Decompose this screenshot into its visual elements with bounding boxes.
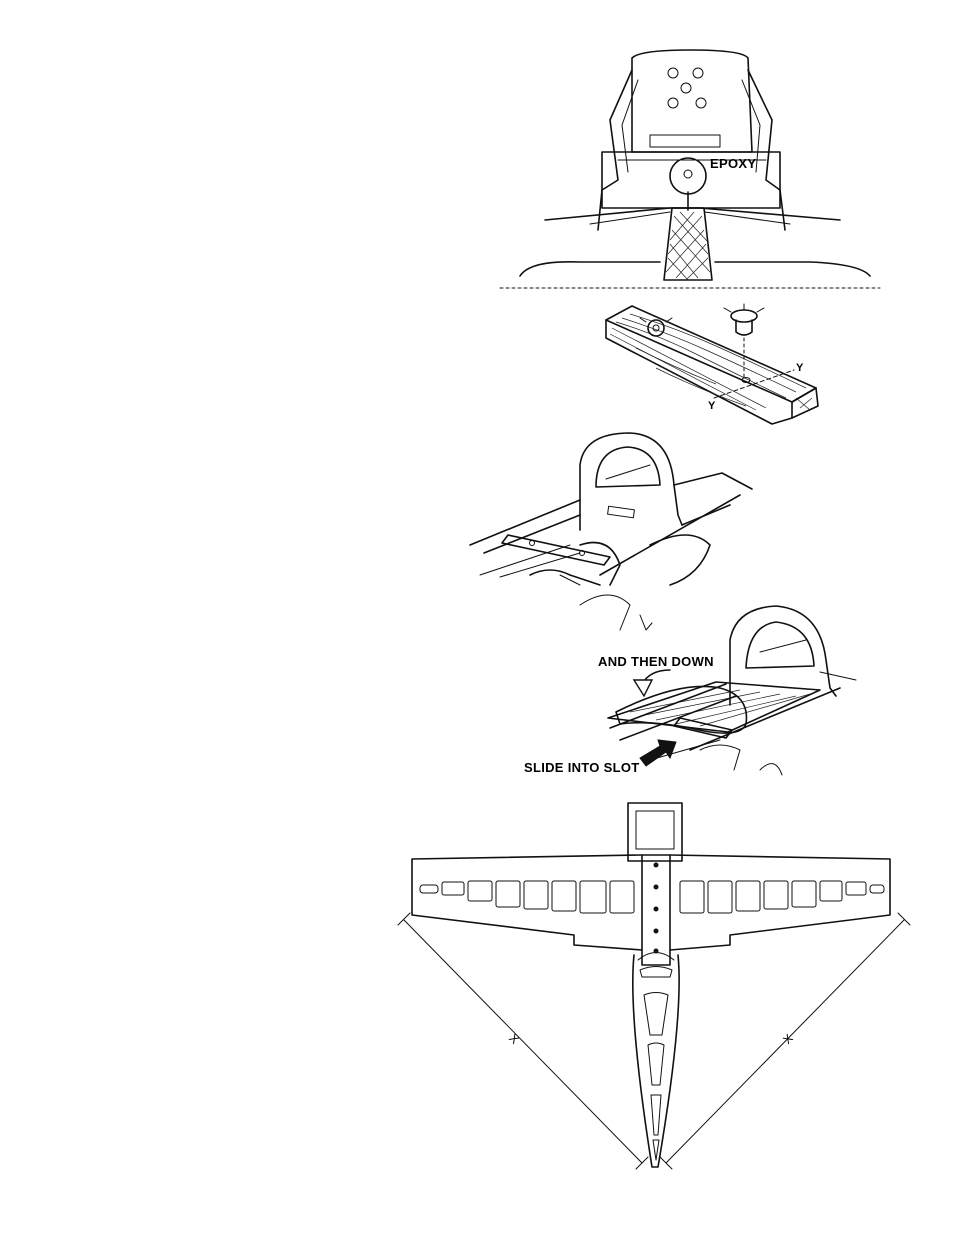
hardwood-block-drawing [596, 298, 826, 438]
slide-into-slot-drawing [520, 600, 860, 785]
callout-and-then-down: AND THEN DOWN [598, 654, 714, 669]
callout-slide-into-slot: SLIDE INTO SLOT [524, 760, 640, 775]
figure-slide-into-slot: AND THEN DOWN SLIDE INTO SLOT [520, 600, 860, 785]
figure-stab-alignment: X X [390, 795, 920, 1175]
callout-epoxy: EPOXY [710, 156, 756, 171]
callout-y-right: Y [796, 362, 804, 374]
fin-mount-drawing [490, 40, 890, 300]
callout-y-left: Y [708, 400, 716, 412]
figure-hardwood-block: Y Y [596, 298, 826, 438]
stab-alignment-drawing [390, 795, 920, 1175]
figure-fin-mount-epoxy: EPOXY [490, 40, 890, 300]
